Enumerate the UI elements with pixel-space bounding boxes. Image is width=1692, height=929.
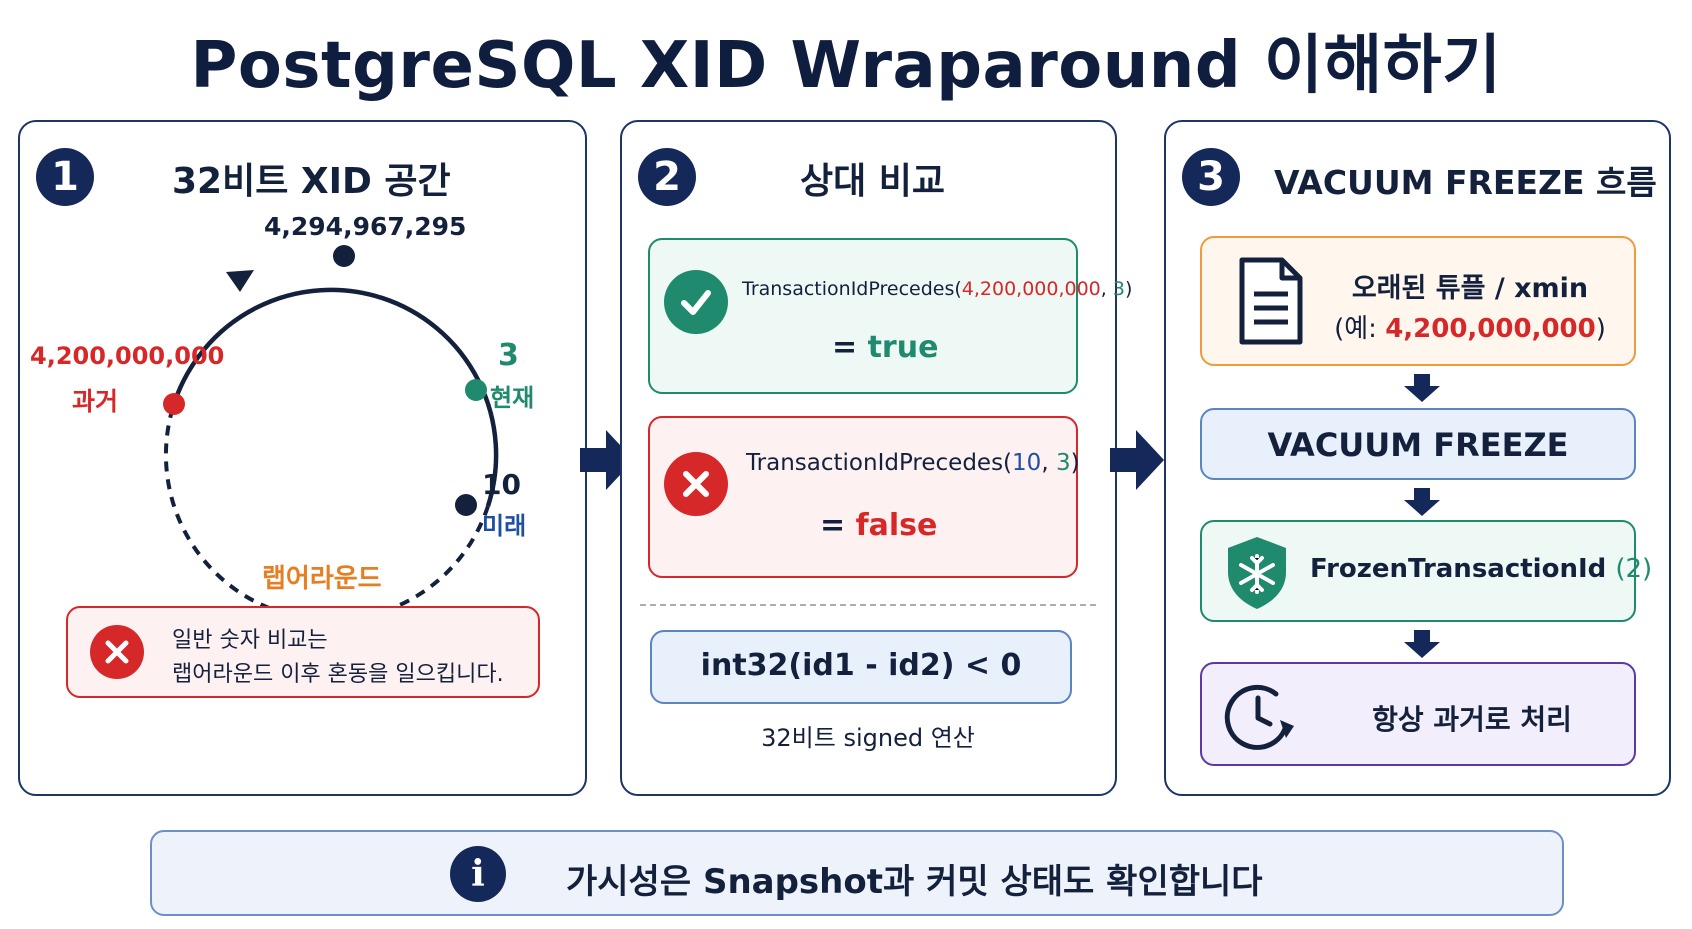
shield-snowflake-icon	[1228, 537, 1286, 609]
frozen-xid-box: FrozenTransactionId (2)	[1200, 520, 1652, 622]
max-xid-label: 4,294,967,295	[264, 212, 467, 241]
equals-sign: =	[820, 508, 856, 543]
clock-icon	[1224, 685, 1294, 750]
present-label: 현재	[490, 384, 535, 412]
frozen-xid-label: FrozenTransactionId	[1310, 554, 1607, 584]
old-tuple-label: 오래된 튜플 / xmin	[1351, 273, 1589, 304]
wraparound-label: 랩어라운드	[262, 564, 382, 594]
ring-direction-arrow	[226, 270, 254, 292]
old-tuple-example: (예: 4,200,000,000)	[1320, 308, 1620, 345]
future-label: 미래	[482, 512, 527, 540]
step-number-1: 1	[36, 148, 94, 206]
formula-text: int32(id1 - id2) < 0	[700, 648, 1022, 683]
check-icon	[664, 270, 728, 334]
down-arrow-3	[1404, 630, 1440, 658]
true-case-result: = true	[832, 330, 938, 365]
formula-box: int32(id1 - id2) < 0	[650, 630, 1072, 704]
past-label: 과거	[72, 387, 119, 416]
warning-text-line2: 랩어라운드 이후 혼동을 일으킵니다.	[172, 662, 504, 687]
cross-icon	[664, 452, 728, 516]
past-xid-value: 4,200,000,000	[30, 342, 225, 370]
xid-ring-diagram	[163, 245, 499, 623]
document-icon	[1239, 257, 1303, 345]
footer-text: 가시성은 Snapshot과 커밋 상태도 확인합니다	[566, 862, 1263, 902]
false-case-result: = false	[820, 508, 937, 543]
arg-sep: ,	[1041, 450, 1056, 476]
arg-past: 4,200,000,000	[961, 278, 1101, 300]
past-dot	[163, 393, 185, 415]
panel-relative-compare: 2 상대 비교 TransactionIdPrecedes(4,200,000,…	[620, 120, 1132, 796]
example-xid: 4,200,000,000	[1385, 314, 1596, 344]
warning-box: 일반 숫자 비교는 랩어라운드 이후 혼동을 일으킵니다.	[66, 606, 540, 698]
future-xid-value: 10	[482, 468, 521, 501]
frozen-xid-value: (2)	[1615, 554, 1653, 584]
warning-text-line1: 일반 숫자 비교는	[172, 628, 328, 653]
formula-caption: 32비트 signed 연산	[761, 724, 975, 752]
fn-name: TransactionIdPrecedes(	[742, 278, 962, 300]
arg-future: 10	[1012, 450, 1042, 476]
present-dot	[465, 379, 487, 401]
error-x-icon	[90, 625, 144, 679]
arg-present: 3	[1112, 278, 1125, 300]
true-case-call: TransactionIdPrecedes(4,200,000,000, 3)	[742, 278, 1132, 300]
panel1-title: 32비트 XID 공간	[172, 161, 451, 202]
example-suffix: )	[1595, 314, 1606, 344]
vacuum-freeze-label: VACUUM FREEZE	[1267, 426, 1569, 464]
down-arrow-1	[1404, 374, 1440, 402]
vacuum-freeze-box: VACUUM FREEZE	[1200, 408, 1636, 480]
step-number-2: 2	[638, 148, 696, 206]
future-dot	[455, 494, 477, 516]
false-case-call: TransactionIdPrecedes(10, 3)	[746, 450, 1080, 476]
panel-xid-space: 1 32비트 XID 공간 4,294,967,295 4,200,000,00…	[18, 120, 587, 796]
step-number-3: 3	[1182, 148, 1240, 206]
flow-arrow-1-to-2	[580, 430, 634, 490]
page-title: PostgreSQL XID Wraparound 이해하기	[190, 29, 1502, 103]
panel-vacuum-freeze-flow: 3 VACUUM FREEZE 흐름 오래된 튜플 / xmin (예: 4,2…	[1164, 120, 1671, 796]
paren-close: )	[1124, 278, 1133, 300]
flow-arrow-2-to-3	[1110, 430, 1164, 490]
footer-info-banner: i 가시성은 Snapshot과 커밋 상태도 확인합니다	[150, 830, 1564, 916]
arg-sep: ,	[1100, 278, 1113, 300]
fn-name: TransactionIdPrecedes(	[746, 450, 1013, 476]
ring-solid-arc	[171, 287, 499, 507]
true-case-box: TransactionIdPrecedes(4,200,000,000, 3) …	[648, 238, 1132, 394]
equals-sign: =	[832, 330, 868, 365]
panel3-title: VACUUM FREEZE 흐름	[1274, 163, 1657, 202]
arg-present: 3	[1055, 450, 1071, 476]
old-tuple-box: 오래된 튜플 / xmin (예: 4,200,000,000)	[1200, 236, 1636, 366]
frozen-xid-text: FrozenTransactionId (2)	[1310, 554, 1652, 584]
divider	[640, 604, 1096, 606]
always-past-box: 항상 과거로 처리	[1200, 662, 1636, 766]
result-false: false	[855, 508, 938, 543]
paren-close: )	[1070, 450, 1080, 476]
panel2-title: 상대 비교	[800, 161, 946, 202]
result-true: true	[867, 330, 939, 365]
max-dot	[333, 245, 355, 267]
false-case-box: TransactionIdPrecedes(10, 3) = false	[648, 416, 1080, 578]
down-arrow-2	[1404, 488, 1440, 516]
info-icon: i	[450, 846, 506, 902]
present-xid-value: 3	[498, 338, 519, 373]
example-prefix: (예:	[1334, 314, 1386, 344]
always-past-label: 항상 과거로 처리	[1372, 703, 1572, 736]
